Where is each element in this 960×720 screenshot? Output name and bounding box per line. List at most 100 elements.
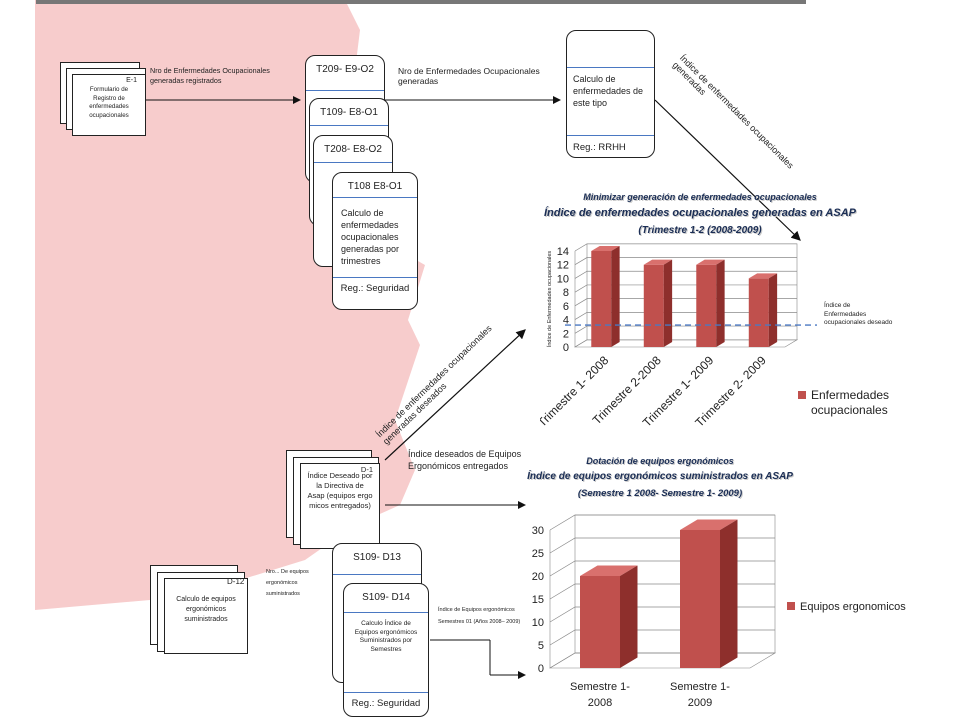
- bar-side: [768, 273, 778, 347]
- bar: [591, 251, 612, 347]
- bar-side: [720, 519, 738, 668]
- bar: [643, 264, 664, 347]
- divider: [314, 162, 392, 163]
- bar-top: [591, 245, 620, 251]
- legend-label: Equipos ergonomicos: [800, 601, 906, 613]
- process-rrhh-reg: Reg.: RRHH: [573, 142, 626, 153]
- bar-side: [663, 259, 673, 347]
- gridline: [574, 339, 797, 348]
- gridline: [574, 243, 797, 252]
- gridline: [574, 312, 797, 320]
- legend-label: ocupacionales: [811, 403, 888, 417]
- label-nro-registrados: Nro de Enfermedades Ocupacionales genera…: [150, 66, 270, 85]
- doc-d12-text: Calculo de equipos ergonómicos suministr…: [176, 596, 236, 623]
- y-tick-label: 0: [563, 342, 569, 354]
- bar-side: [620, 565, 638, 668]
- divider: [333, 574, 421, 575]
- divider: [344, 692, 428, 693]
- chart2-supertitle: Dotación de equipos ergonómicos: [586, 456, 734, 466]
- y-tick-label: 14: [557, 246, 569, 258]
- divider: [306, 90, 384, 91]
- doc-d12-code: D-12: [227, 577, 245, 586]
- doc-e1-code: E-1: [126, 77, 137, 84]
- label-nro-generadas: Nro de Enfermedades Ocupacionales genera…: [398, 66, 540, 86]
- gridline: [574, 325, 797, 334]
- bar-top: [696, 259, 725, 265]
- y-tick-label: 8: [563, 287, 569, 299]
- bar-top: [680, 519, 738, 530]
- y-tick-label: 4: [563, 315, 569, 327]
- divider: [333, 197, 417, 198]
- doc-d1-text: Índice Deseado por la Directiva de Asap …: [307, 471, 373, 510]
- process-t108-title: T108 E8-O1: [347, 181, 403, 192]
- divider: [344, 612, 428, 613]
- label-indice-equipos-deseados: Índice deseados de Equipos Ergonómicos e…: [408, 449, 522, 471]
- doc-d1[interactable]: D-1 Índice Deseado por la Directiva de A…: [300, 463, 380, 549]
- process-s109-d14-reg: Reg.: Seguridad: [351, 698, 421, 709]
- y-axis-label: Índice de Enfermedades ocupacionales: [546, 251, 553, 348]
- chart2-subtitle: (Semestre 1 2008- Semestre 1- 2009): [577, 488, 743, 499]
- process-t209-title: T209- E9-O2: [316, 64, 374, 75]
- bar-top: [748, 273, 778, 279]
- y-tick-label: 30: [532, 525, 544, 537]
- bar-top: [580, 565, 638, 576]
- x-tick-label: Semestre 1-: [670, 681, 730, 693]
- legend-label: Enfermedades: [811, 388, 889, 402]
- divider: [310, 125, 388, 126]
- process-s109-d14[interactable]: S109- D14 Calculo Índice de Equipos ergo…: [343, 583, 429, 717]
- process-t109-title: T109- E8-O1: [320, 107, 378, 118]
- bar-side: [716, 259, 725, 347]
- process-rrhh-body: Calculo de enfermedades de este tipo: [573, 74, 644, 108]
- y-tick-label: 10: [557, 273, 569, 285]
- doc-d12[interactable]: D-12 Calculo de equipos ergonómicos sumi…: [164, 578, 248, 654]
- chart1-title: Índice de enfermedades ocupacionales gen…: [544, 207, 856, 219]
- chart1-target-label: Índice de Enfermedades ocupacionales des…: [824, 302, 893, 326]
- doc-e1[interactable]: E-1 Formulario de Registro de enfermedad…: [72, 74, 146, 136]
- bar-top: [643, 259, 673, 265]
- process-t108-reg: Reg.: Seguridad: [340, 283, 410, 294]
- process-t108[interactable]: T108 E8-O1 Calculo de enfermedades ocupa…: [332, 172, 418, 310]
- process-t108-body: Calculo de enfermedades ocupacionales ge…: [341, 208, 400, 266]
- process-s109-d13-title: S109- D13: [353, 552, 401, 563]
- y-tick-label: 20: [532, 571, 544, 583]
- doc-d1-code: D-1: [360, 465, 373, 474]
- process-rrhh[interactable]: Calculo de enfermedades de este tipo Reg…: [566, 30, 655, 158]
- chart1-subtitle: (Trimestre 1-2 (2008-2009): [638, 225, 762, 236]
- chart2-title: Índice de equipos ergonómicos suministra…: [527, 471, 793, 482]
- process-s109-d14-body: Calculo Índice de Equipos ergonómicos Su…: [354, 620, 418, 653]
- y-tick-label: 15: [532, 594, 544, 606]
- y-tick-label: 25: [532, 548, 544, 560]
- y-tick-label: 10: [532, 617, 544, 629]
- legend-swatch: [798, 391, 806, 399]
- doc-e1-text: Formulario de Registro de enfermedades o…: [89, 86, 129, 119]
- divider: [567, 135, 654, 136]
- bar-side: [611, 245, 620, 347]
- process-s109-d14-title: S109- D14: [362, 592, 410, 603]
- bar: [580, 576, 620, 668]
- y-tick-label: 0: [538, 663, 544, 675]
- gridline: [549, 537, 775, 554]
- process-t208-title: T208- E8-O2: [324, 144, 382, 155]
- label-nro-equipos: Nro... De equipos ergonómicos suministra…: [266, 569, 309, 597]
- x-tick-label: 2008: [588, 697, 612, 709]
- bar: [696, 264, 717, 347]
- label-indice-equipos-semestre: Índice de Equipos ergonómicos Semestres …: [438, 607, 521, 625]
- gridline: [549, 514, 775, 531]
- gridline: [574, 284, 797, 293]
- gridline: [574, 270, 797, 279]
- x-tick-label: Semestre 1-: [570, 681, 630, 693]
- bar: [680, 530, 720, 668]
- chart1-supertitle: Minimizar generación de enfermedades ocu…: [583, 192, 817, 202]
- legend-swatch: [787, 602, 795, 610]
- bar: [748, 278, 769, 347]
- divider: [333, 277, 417, 278]
- x-tick-label: 2009: [688, 697, 712, 709]
- y-tick-label: 12: [557, 260, 569, 272]
- y-tick-label: 6: [563, 301, 569, 313]
- y-tick-label: 5: [538, 640, 544, 652]
- divider: [567, 67, 654, 68]
- gridline: [574, 257, 797, 266]
- y-tick-label: 2: [563, 328, 569, 340]
